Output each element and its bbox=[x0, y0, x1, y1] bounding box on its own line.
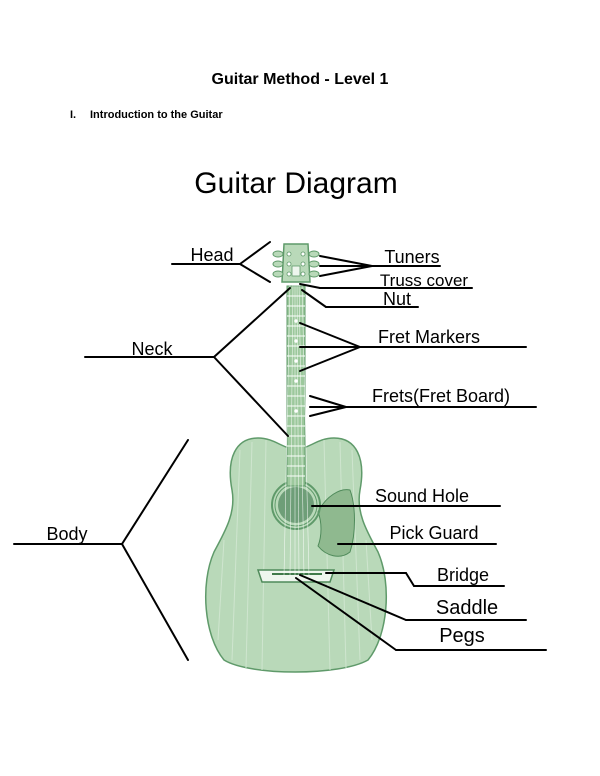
tuning-pegs bbox=[272, 250, 320, 278]
label-truss-cover: Truss cover bbox=[380, 271, 469, 290]
leader-lines bbox=[13, 241, 547, 661]
body-grain bbox=[217, 439, 373, 671]
label-saddle: Saddle bbox=[436, 597, 498, 619]
sound-hole bbox=[278, 487, 314, 523]
label-bridge: Bridge bbox=[437, 565, 489, 585]
label-body: Body bbox=[46, 524, 87, 544]
label-neck: Neck bbox=[131, 339, 173, 359]
document-title: Guitar Method - Level 1 bbox=[211, 71, 389, 88]
label-fret-markers: Fret Markers bbox=[378, 327, 480, 347]
section-number: I. bbox=[70, 109, 77, 121]
label-pick-guard: Pick Guard bbox=[389, 523, 478, 543]
label-pegs: Pegs bbox=[439, 625, 485, 647]
tuner-posts bbox=[286, 251, 306, 277]
guitar-illustration bbox=[205, 243, 387, 673]
label-tuners: Tuners bbox=[384, 247, 439, 267]
section-heading: I. Introduction to the Guitar bbox=[70, 109, 223, 121]
frets bbox=[287, 295, 305, 477]
label-head: Head bbox=[190, 245, 233, 265]
label-sound-hole: Sound Hole bbox=[375, 486, 469, 506]
section-title: Introduction to the Guitar bbox=[90, 109, 223, 121]
truss-rod-cover bbox=[291, 265, 301, 277]
label-nut: Nut bbox=[383, 289, 411, 309]
label-frets: Frets(Fret Board) bbox=[372, 386, 510, 406]
bridge-plate bbox=[256, 569, 336, 583]
strings bbox=[283, 281, 310, 577]
diagram-title: Guitar Diagram bbox=[194, 167, 397, 200]
